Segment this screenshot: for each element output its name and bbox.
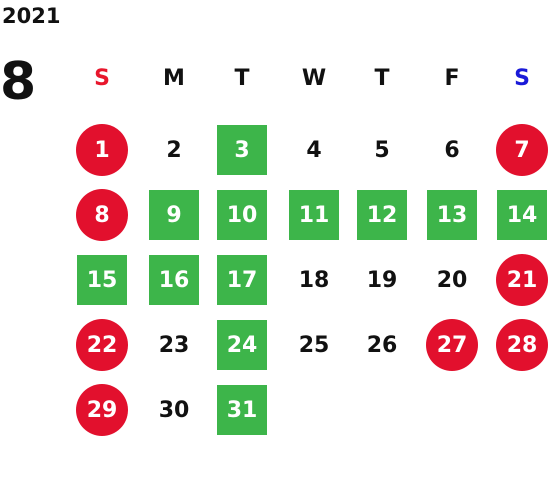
day-cell-28[interactable]: 28: [496, 319, 548, 371]
day-cell-16[interactable]: 16: [149, 255, 199, 305]
day-cell-10[interactable]: 10: [217, 190, 267, 240]
day-cell-20[interactable]: 20: [436, 267, 468, 293]
day-cell-2[interactable]: 2: [166, 137, 182, 163]
day-cell-8[interactable]: 8: [76, 189, 128, 241]
day-cell-21[interactable]: 21: [496, 254, 548, 306]
weekday-header-mon: M: [163, 66, 185, 91]
day-cell-19[interactable]: 19: [366, 267, 398, 293]
day-cell-30[interactable]: 30: [158, 397, 190, 423]
year-label: 2021: [2, 4, 61, 28]
day-cell-18[interactable]: 18: [298, 267, 330, 293]
day-cell-9[interactable]: 9: [149, 190, 199, 240]
day-cell-25[interactable]: 25: [298, 332, 330, 358]
weekday-header-fri: F: [444, 66, 460, 91]
day-cell-23[interactable]: 23: [158, 332, 190, 358]
day-cell-7[interactable]: 7: [496, 124, 548, 176]
day-cell-27[interactable]: 27: [426, 319, 478, 371]
weekday-header-thu: T: [374, 66, 390, 91]
day-cell-12[interactable]: 12: [357, 190, 407, 240]
day-cell-29[interactable]: 29: [76, 384, 128, 436]
weekday-header-sat: S: [514, 66, 530, 91]
day-cell-11[interactable]: 11: [289, 190, 339, 240]
month-number: 8: [0, 52, 37, 112]
day-cell-1[interactable]: 1: [76, 124, 128, 176]
weekday-header-wed: W: [301, 66, 327, 91]
day-cell-4[interactable]: 4: [306, 137, 322, 163]
day-cell-26[interactable]: 26: [366, 332, 398, 358]
weekday-header-sun: S: [94, 66, 110, 91]
day-cell-15[interactable]: 15: [77, 255, 127, 305]
day-cell-6[interactable]: 6: [444, 137, 460, 163]
day-cell-5[interactable]: 5: [374, 137, 390, 163]
day-cell-31[interactable]: 31: [217, 385, 267, 435]
day-cell-3[interactable]: 3: [217, 125, 267, 175]
day-cell-22[interactable]: 22: [76, 319, 128, 371]
day-cell-17[interactable]: 17: [217, 255, 267, 305]
weekday-header-tue: T: [234, 66, 250, 91]
day-cell-13[interactable]: 13: [427, 190, 477, 240]
day-cell-14[interactable]: 14: [497, 190, 547, 240]
day-cell-24[interactable]: 24: [217, 320, 267, 370]
